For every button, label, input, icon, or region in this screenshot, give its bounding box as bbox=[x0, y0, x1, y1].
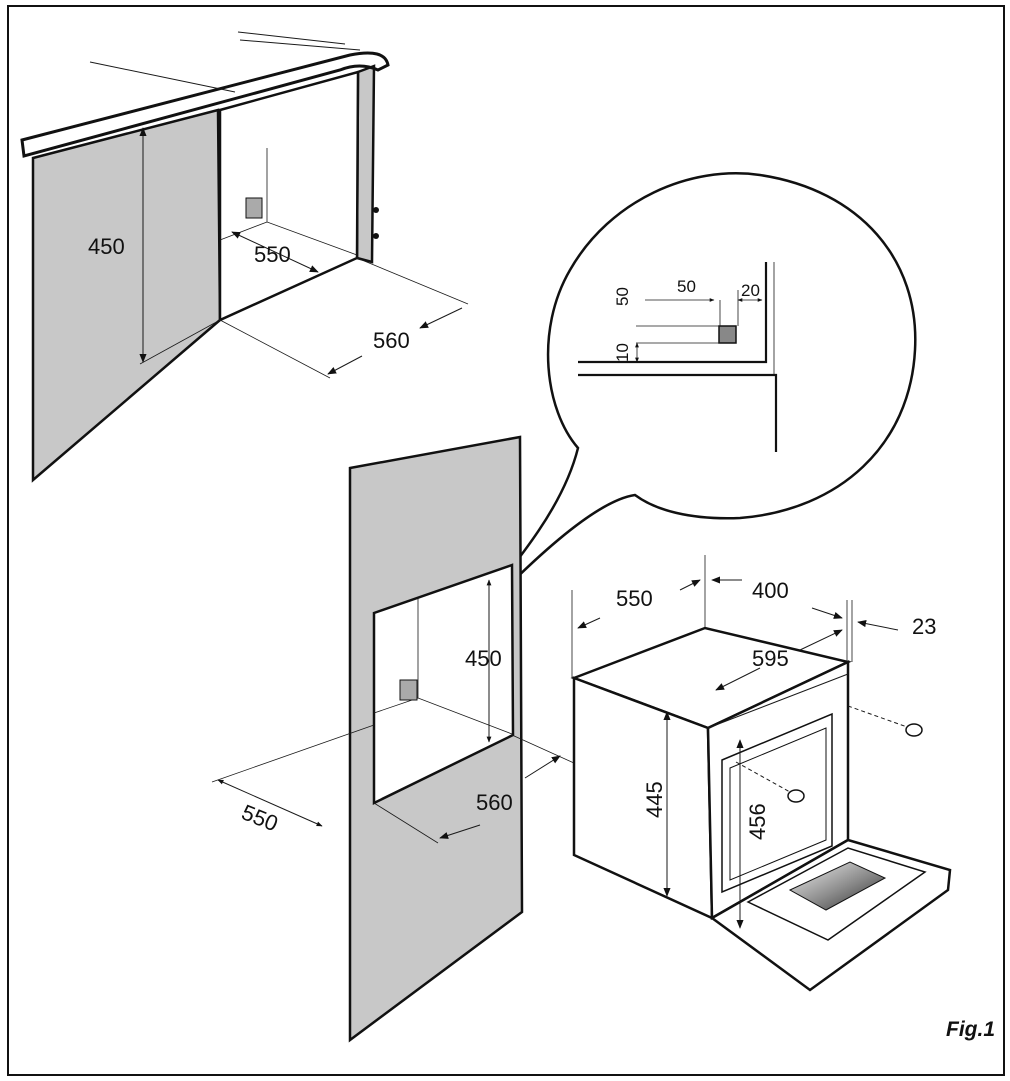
figure-frame bbox=[7, 5, 1005, 1076]
dim-oven-body-height: 445 bbox=[642, 781, 667, 818]
figure-caption: Fig.1 bbox=[946, 1018, 995, 1041]
dim-oven-front-thickness: 23 bbox=[912, 614, 936, 639]
dim-detail-height-top: 50 bbox=[613, 287, 632, 306]
dim-cabinet-height: 450 bbox=[88, 234, 125, 259]
dim-detail-height-bottom: 10 bbox=[613, 343, 632, 362]
oven bbox=[570, 555, 952, 992]
dim-oven-top-depth: 400 bbox=[752, 578, 789, 603]
under-counter-cabinet bbox=[20, 31, 469, 483]
dim-cabinet-width: 560 bbox=[373, 328, 410, 353]
dim-oven-depth: 550 bbox=[616, 586, 653, 611]
tall-cabinet bbox=[211, 435, 586, 1043]
dim-cabinet-inner-depth: 550 bbox=[254, 242, 291, 267]
dim-oven-front-height: 456 bbox=[745, 803, 770, 840]
dim-tall-width: 560 bbox=[476, 790, 513, 815]
dim-oven-width: 595 bbox=[752, 646, 789, 671]
dim-detail-offset: 50 bbox=[677, 277, 696, 296]
dim-detail-edge: 20 bbox=[741, 281, 760, 300]
dim-tall-height: 450 bbox=[465, 646, 502, 671]
